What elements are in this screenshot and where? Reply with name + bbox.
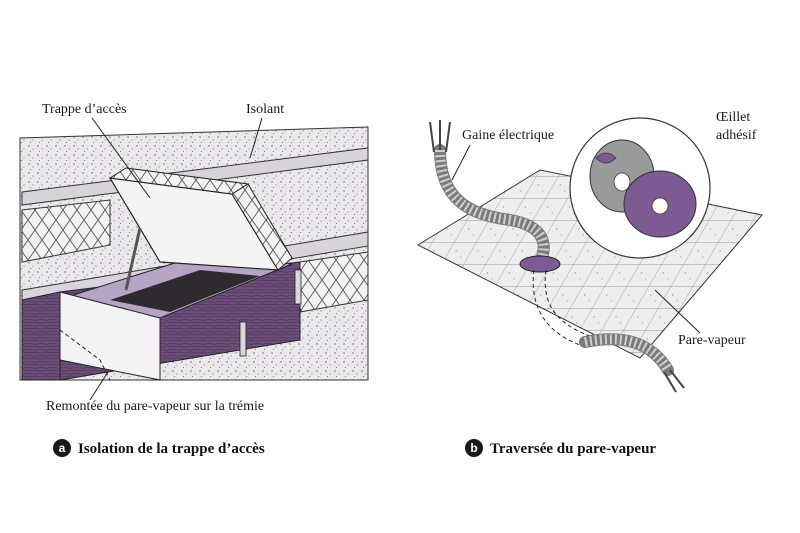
insulation-batt-left: [21, 199, 111, 263]
label-vapor-barrier: Pare-vapeur: [678, 333, 746, 348]
wire-3: [445, 121, 451, 153]
panel-a-illustration: [19, 117, 369, 401]
vapor-barrier-return: [59, 291, 161, 381]
label-grommet-line1: Œillet: [716, 110, 750, 125]
badge-a-letter: a: [59, 441, 66, 455]
electrical-conduit-lower-ribs: [584, 334, 673, 373]
wire-4: [663, 371, 677, 393]
badge-b: [465, 439, 483, 457]
electrical-conduit-lower: [579, 333, 674, 376]
leader-vapor-barrier: [654, 289, 701, 334]
electrical-conduit-hidden-2: [544, 269, 591, 337]
leader-hatch: [91, 117, 151, 199]
hinge-bracket-1: [239, 321, 247, 357]
badge-a: [53, 439, 71, 457]
label-conduit: Gaine électrique: [462, 128, 554, 143]
wire-5: [669, 369, 685, 389]
hatch-strut: [124, 227, 142, 291]
leader-conduit: [451, 144, 471, 181]
grommet-detail-disc-hole: [651, 197, 669, 215]
wood-trimmer-left: [21, 291, 61, 381]
hinge-bracket-2: [294, 269, 302, 305]
wire-1: [429, 121, 435, 153]
joist-back: [21, 147, 369, 206]
grommet-detail-backing-hole: [613, 172, 631, 192]
label-hatch: Trappe d’accès: [42, 102, 127, 117]
caption-a-text: Isolation de la trappe d’accès: [78, 441, 265, 457]
label-insulation: Isolant: [246, 102, 284, 117]
leader-insulation: [249, 117, 263, 159]
label-membrane-return: Remontée du pare-vapeur sur la trémie: [46, 399, 264, 414]
leader-membrane-return: [89, 371, 109, 401]
hatch-lid-insulation-side: [231, 183, 293, 271]
caption-a: a Isolation de la trappe d’accès: [53, 439, 265, 457]
panel-b-illustration: [416, 117, 763, 393]
caption-b: b Traversée du pare-vapeur: [465, 439, 656, 457]
electrical-conduit-upper-ribs: [435, 149, 549, 265]
grommet-detail-peel: [595, 152, 617, 164]
label-grommet-line2: adhésif: [716, 128, 757, 143]
hatch-opening-shadow: [110, 270, 260, 312]
badge-b-letter: b: [470, 441, 477, 455]
adhesive-grommet-installed: [519, 255, 561, 273]
electrical-conduit-hidden: [532, 269, 581, 346]
caption-b-text: Traversée du pare-vapeur: [490, 441, 656, 457]
